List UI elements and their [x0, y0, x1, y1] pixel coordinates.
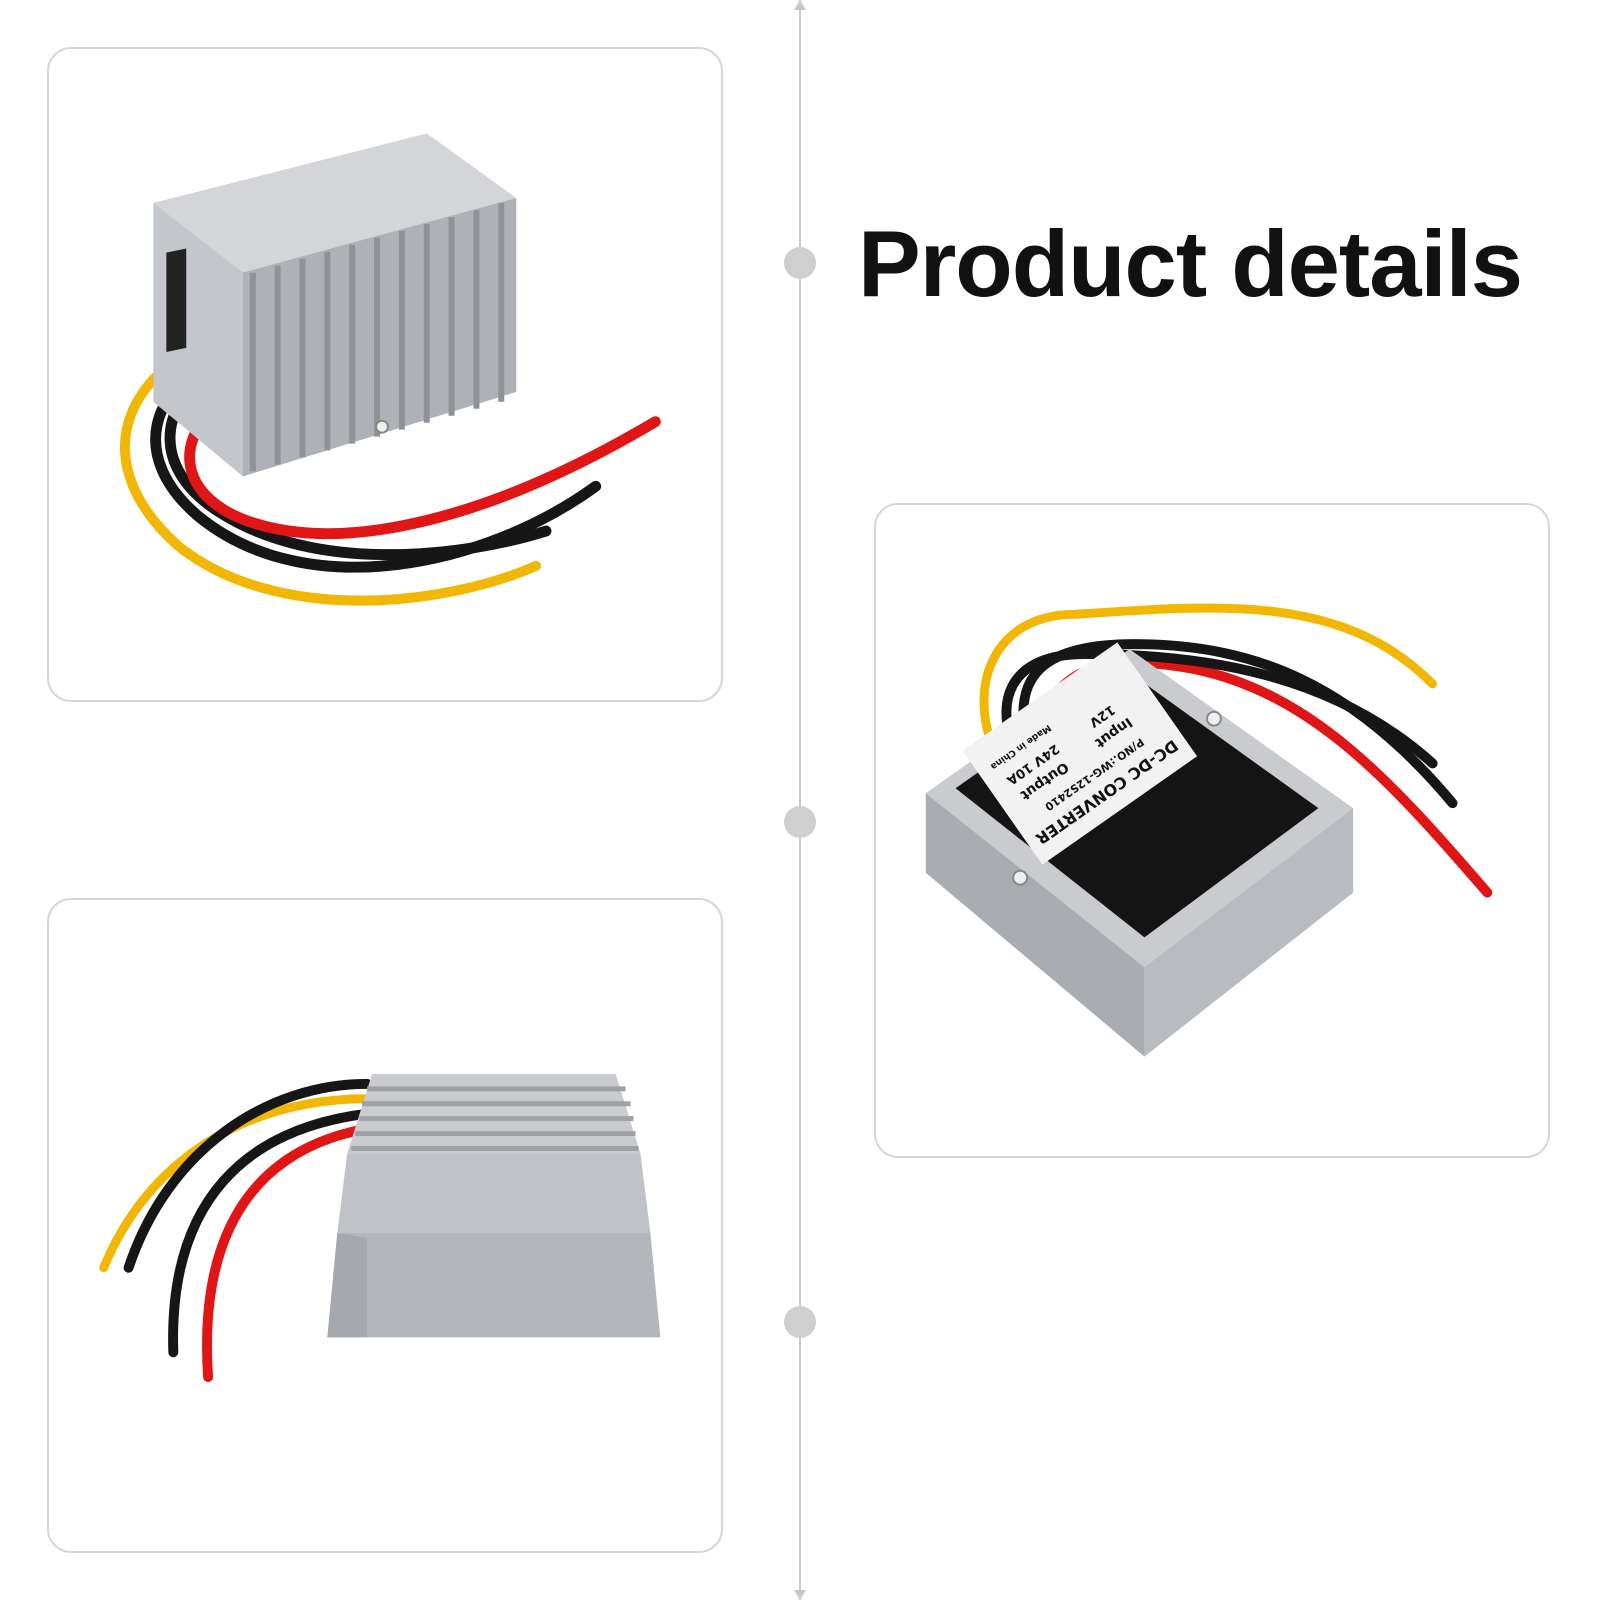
timeline-arrow-down-icon: [794, 1590, 806, 1600]
converter-label-view-image: DC-DC CONVERTER P/NO.:WG-12S2410 Input 1…: [925, 603, 1493, 1057]
timeline-dot: [784, 806, 816, 838]
wire-red: [202, 1123, 373, 1383]
cable-gland: [166, 248, 187, 353]
wire-yellow: [120, 332, 542, 606]
mounting-hole: [375, 419, 389, 434]
page-title: Product details: [858, 211, 1523, 316]
product-photo-card-label-view: DC-DC CONVERTER P/NO.:WG-12S2410 Input 1…: [874, 503, 1550, 1158]
mounting-hole: [1206, 710, 1222, 727]
end-face: [327, 1232, 661, 1338]
converter-end-view-image: [99, 1073, 661, 1383]
timeline-dot: [784, 1306, 816, 1338]
wire-yellow: [979, 603, 1438, 758]
product-photo-card-top-view: [47, 47, 723, 702]
mounting-hole: [1012, 869, 1029, 886]
timeline-arrow-up-icon: [794, 0, 806, 10]
timeline-line: [799, 0, 801, 1600]
product-photo-card-end-view: [47, 898, 723, 1553]
wire-red: [184, 386, 661, 539]
wire-black: [123, 1078, 373, 1273]
timeline-dot: [784, 247, 816, 279]
converter-top-view-image: [120, 133, 661, 606]
converter-body: [347, 1073, 641, 1154]
